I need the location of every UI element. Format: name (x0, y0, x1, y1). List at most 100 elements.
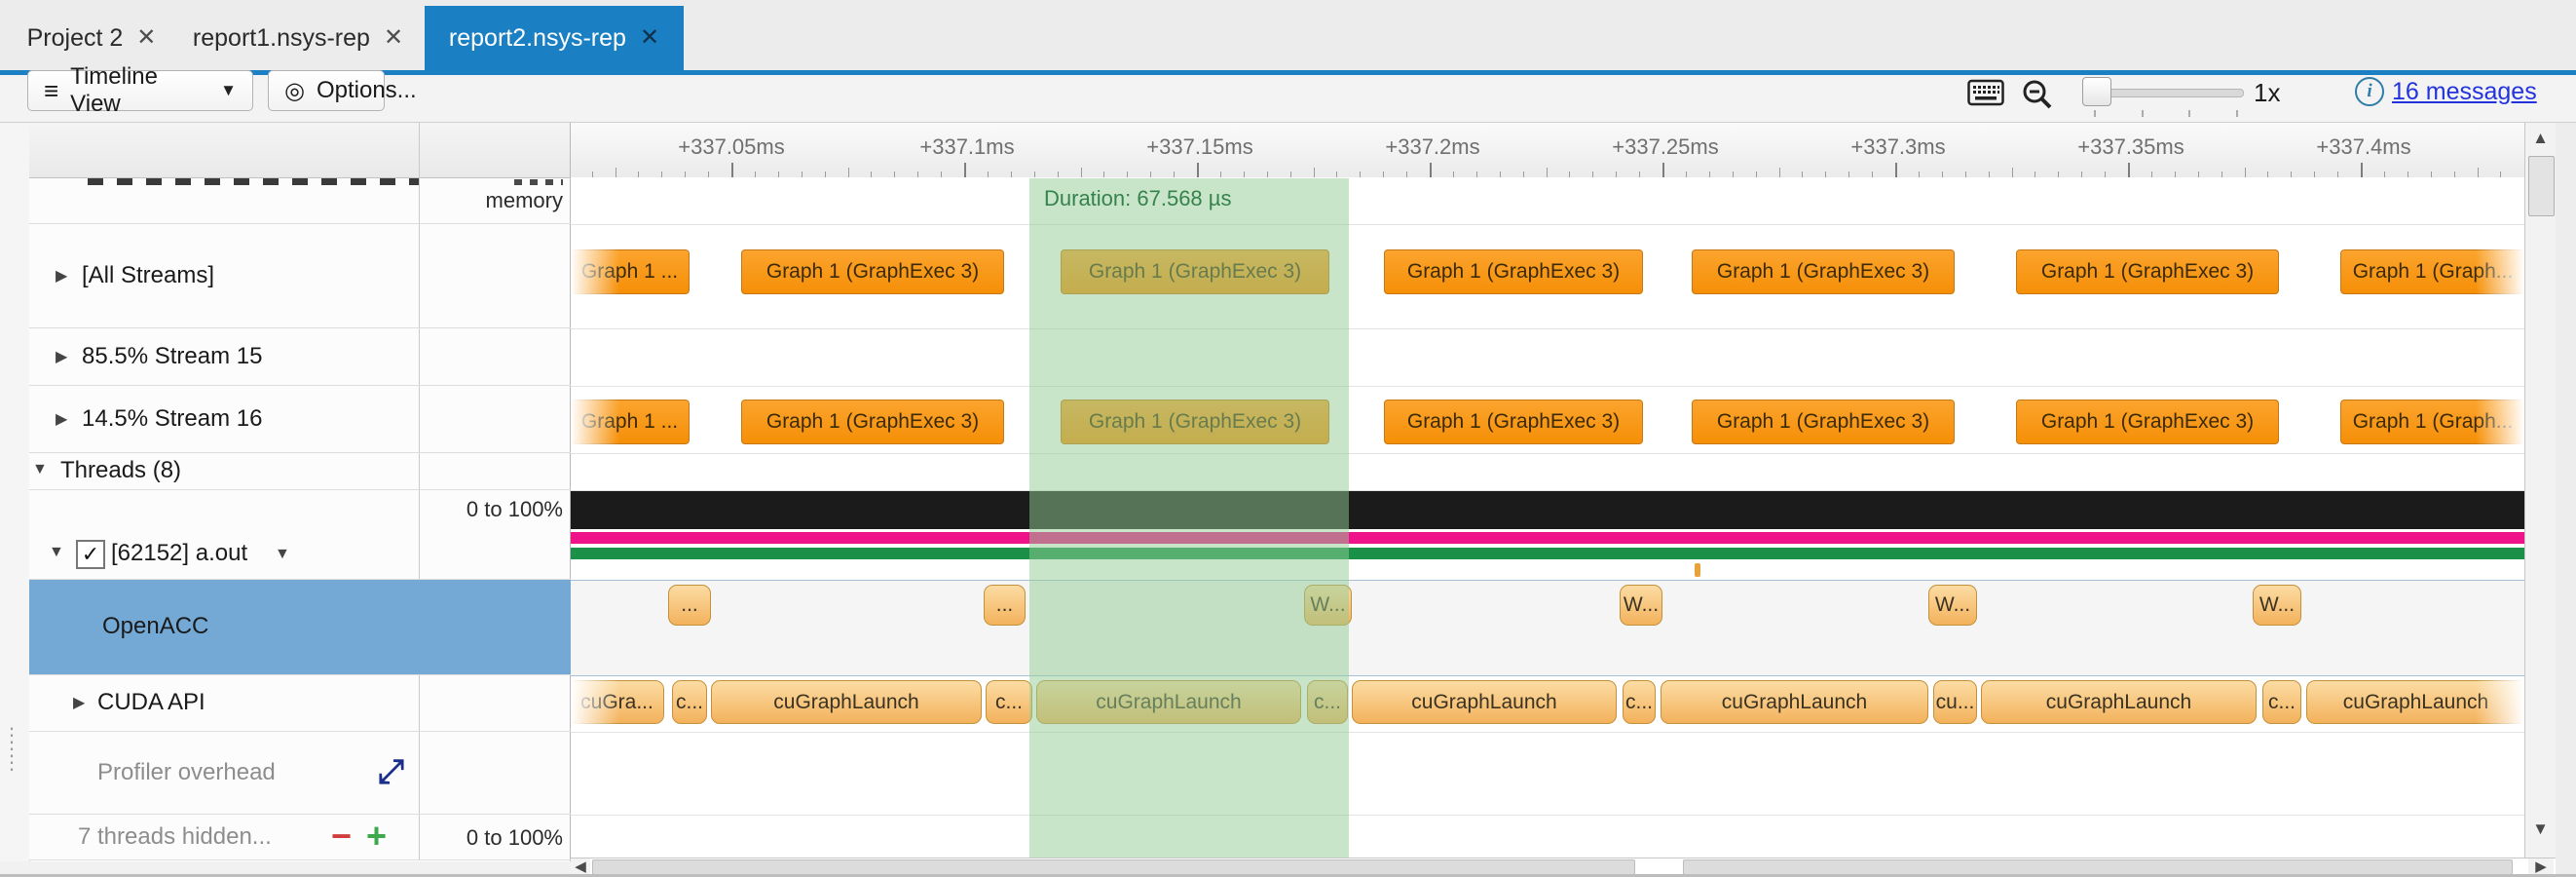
row-label: [All Streams] (82, 261, 215, 288)
ruler-tick (1685, 172, 1687, 177)
cuda-api-event[interactable]: c... (672, 680, 707, 724)
cuda-api-event[interactable]: cuGraphLaunch (2306, 680, 2524, 724)
ruler-tick (2105, 172, 2107, 177)
ruler-tick (847, 168, 849, 177)
scroll-left-button[interactable]: ◀ (571, 858, 590, 875)
openacc-event[interactable]: ... (984, 585, 1026, 626)
expand-arrow-icon[interactable]: ▶ (56, 348, 68, 365)
stream16-events-event[interactable]: Graph 1 (GraphExec 3) (1061, 400, 1329, 444)
cuda-api-event[interactable]: c... (2262, 680, 2301, 724)
cuda-api-event[interactable]: cuGraphLaunch (1036, 680, 1301, 724)
track-visibility-checkbox[interactable]: ✓ (76, 540, 105, 569)
cuda-api-event[interactable]: cuGraphLaunch (1981, 680, 2257, 724)
all-streams-events-event[interactable]: Graph 1 (GraphExec 3) (1061, 249, 1329, 294)
timeline-scale-header[interactable] (29, 123, 571, 178)
ruler-tick (1360, 172, 1362, 177)
tab-report2-nsys-rep[interactable]: report2.nsys-rep✕ (425, 6, 684, 70)
openacc-event[interactable]: ... (668, 585, 711, 626)
openacc-event[interactable]: W... (1620, 585, 1662, 626)
row-threads-hidden[interactable]: 7 threads hidden...−+0 to 100% (29, 815, 571, 860)
ruler-tick (1499, 172, 1501, 177)
ruler-tick (2011, 168, 2013, 177)
scroll-down-button[interactable]: ▼ (2525, 815, 2556, 844)
row-process-aout[interactable]: ▼✓[62152] a.out▼0 to 100% (29, 490, 571, 580)
row-threads-group[interactable]: ▼Threads (8) (29, 453, 571, 490)
process-options-caret[interactable]: ▼ (275, 546, 290, 562)
collapse-arrow-icon[interactable]: ▼ (32, 461, 48, 477)
row-stream-15[interactable]: ▶85.5% Stream 15 (29, 328, 571, 386)
tab-label: report1.nsys-rep (192, 23, 370, 52)
cuda-api-event[interactable]: c... (1307, 680, 1348, 724)
stream16-events-event[interactable]: Graph 1 (Graph... (2340, 400, 2524, 444)
options-button[interactable]: ◎ Options... (268, 70, 417, 111)
ruler-tick (941, 172, 943, 177)
horizontal-scrollbar-thumb[interactable] (592, 859, 1635, 875)
row-cuda-api[interactable]: ▶CUDA API (29, 675, 571, 732)
ruler-tick (1941, 172, 1943, 177)
panel-timeline-divider[interactable] (570, 123, 571, 874)
remove-icon[interactable]: − (331, 815, 353, 856)
close-icon[interactable]: ✕ (639, 24, 660, 51)
ruler-tick (2128, 163, 2130, 177)
zoom-slider-handle[interactable] (2082, 77, 2111, 106)
expand-icon[interactable]: ⤢ (378, 752, 405, 790)
stream16-events-event[interactable]: Graph 1 (GraphExec 3) (741, 400, 1004, 444)
ruler-tick (1174, 172, 1176, 177)
cuda-api-event[interactable]: cuGraphLaunch (711, 680, 982, 724)
ruler-tick (2361, 163, 2363, 177)
expand-arrow-icon[interactable]: ▶ (56, 267, 68, 285)
cuda-api-event[interactable]: cuGraphLaunch (1661, 680, 1928, 724)
tab-bar: Project 2✕report1.nsys-rep✕report2.nsys-… (0, 0, 2576, 70)
expand-arrow-icon[interactable]: ▶ (73, 695, 86, 711)
ruler-tick (2314, 172, 2316, 177)
row-memory[interactable]: memory (29, 177, 571, 224)
vertical-scrollbar[interactable] (2524, 123, 2557, 860)
cuda-api-event[interactable]: cuGraphLaunch (1352, 680, 1617, 724)
scroll-up-button[interactable]: ▲ (2525, 124, 2556, 153)
stream16-events-event[interactable]: Graph 1 ... (571, 400, 690, 444)
cuda-api-event[interactable]: c... (986, 680, 1032, 724)
horizontal-scrollbar-thumb[interactable] (1683, 859, 2513, 875)
close-icon[interactable]: ✕ (136, 24, 157, 51)
all-streams-events-event[interactable]: Graph 1 (GraphExec 3) (2016, 249, 2279, 294)
all-streams-events-event[interactable]: Graph 1 ... (571, 249, 690, 294)
stream16-events-event[interactable]: Graph 1 (GraphExec 3) (2016, 400, 2279, 444)
zoom-level-label: 1x (2254, 78, 2281, 107)
cuda-api-event[interactable]: cu... (1933, 680, 1977, 724)
vertical-scrollbar-thumb[interactable] (2528, 156, 2555, 216)
openacc-event[interactable]: W... (2253, 585, 2301, 626)
openacc-event[interactable]: W... (1928, 585, 1977, 626)
row-profiler-overhead[interactable]: Profiler overhead⤢ (29, 732, 571, 815)
util-pink (571, 532, 2524, 544)
row-stream-16[interactable]: ▶14.5% Stream 16 (29, 386, 571, 453)
openacc-event[interactable]: W... (1304, 585, 1352, 626)
row-all-streams[interactable]: ▶ [All Streams] (29, 224, 571, 328)
stream16-events-event[interactable]: Graph 1 (GraphExec 3) (1384, 400, 1643, 444)
tab-project-2[interactable]: Project 2✕ (14, 6, 169, 70)
add-icon[interactable]: + (366, 815, 388, 856)
selection-duration-label: Duration: 67.568 µs (1044, 186, 1232, 210)
all-streams-events-event[interactable]: Graph 1 (GraphExec 3) (1692, 249, 1955, 294)
close-icon[interactable]: ✕ (383, 24, 404, 51)
row-divider (571, 328, 2524, 329)
row-openacc[interactable]: OpenACC (29, 580, 571, 675)
all-streams-events-event[interactable]: Graph 1 (GraphExec 3) (741, 249, 1004, 294)
scroll-right-button[interactable]: ▶ (2528, 858, 2554, 875)
track-divider (571, 675, 2524, 676)
all-streams-events-event[interactable]: Graph 1 (GraphExec 3) (1384, 249, 1643, 294)
cuda-api-event[interactable]: c... (1623, 680, 1656, 724)
view-selector-dropdown[interactable]: ≡ Timeline View ▼ (27, 63, 253, 117)
stream16-events-event[interactable]: Graph 1 (GraphExec 3) (1692, 400, 1955, 444)
keyboard-shortcuts-icon[interactable] (1967, 78, 2004, 112)
zoom-out-icon[interactable] (2020, 78, 2055, 118)
all-streams-events-event[interactable]: Graph 1 (Graph... (2340, 249, 2524, 294)
messages-link[interactable]: 16 messages (2392, 78, 2537, 105)
splitter-handle[interactable]: ⋮⋮⋮ (2, 725, 21, 774)
cuda-api-event[interactable]: cuGra... (571, 680, 664, 724)
clipped-row-text (88, 178, 419, 185)
collapse-arrow-icon[interactable]: ▼ (49, 544, 64, 560)
ruler-tick (964, 163, 966, 177)
toolbar: ≡ Timeline View ▼ ◎ Options... (0, 63, 2576, 123)
tab-report1-nsys-rep[interactable]: report1.nsys-rep ✕ (175, 6, 421, 70)
expand-arrow-icon[interactable]: ▶ (56, 410, 68, 428)
